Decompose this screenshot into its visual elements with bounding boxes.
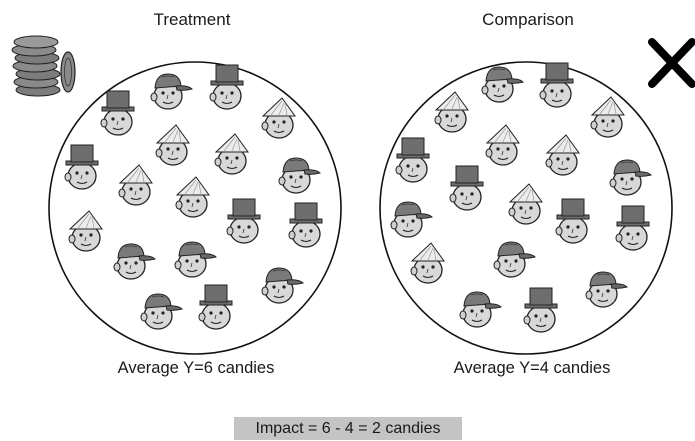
coin-stack-icon bbox=[11, 35, 76, 97]
treatment-average-label: Average Y=6 candies bbox=[117, 359, 275, 377]
impact-box: Impact = 6 - 4 = 2 candies bbox=[234, 417, 462, 440]
comparison-group bbox=[379, 61, 673, 355]
x-mark-icon bbox=[648, 38, 695, 88]
treatment-group bbox=[48, 61, 342, 355]
comparison-title: Comparison bbox=[482, 10, 574, 29]
comparison-average-label: Average Y=4 candies bbox=[453, 359, 611, 377]
treatment-title: Treatment bbox=[153, 10, 231, 29]
